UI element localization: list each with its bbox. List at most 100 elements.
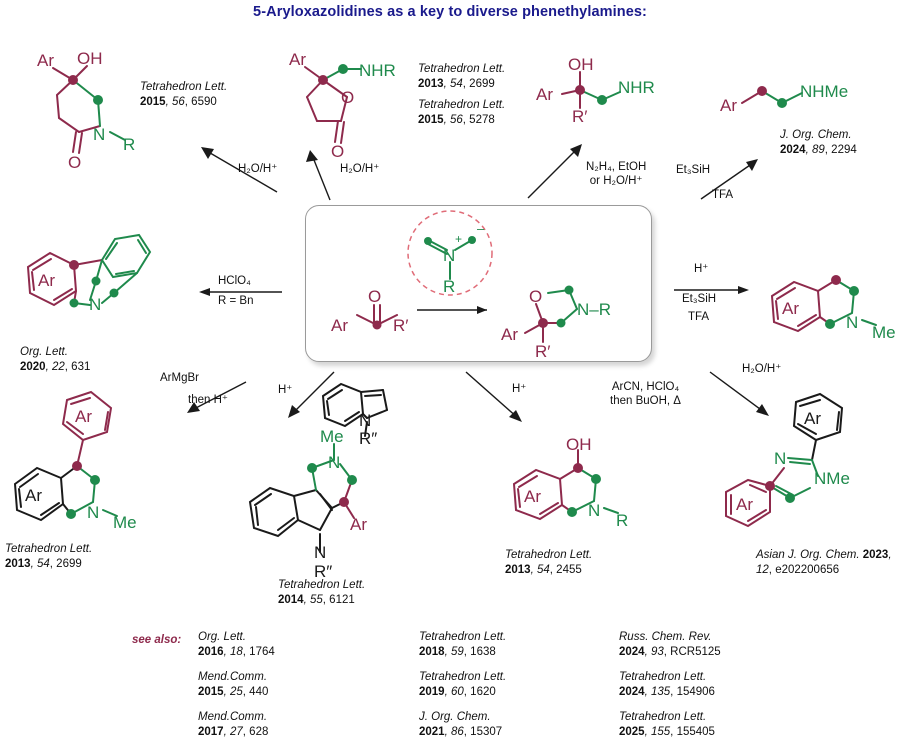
imidazole-nme-label: NMe bbox=[814, 469, 850, 488]
see-also-item: Tetrahedron Lett. 2024, 135, 154906 bbox=[619, 671, 715, 698]
tricycle-n-label: N bbox=[89, 295, 101, 314]
arrow-to-lactone bbox=[300, 145, 340, 205]
aryl-thiq-top-ar-label: Ar bbox=[75, 407, 92, 426]
phenethylamine-nhme-label: NHMe bbox=[800, 82, 848, 101]
citation-aryl-thiq: Tetrahedron Lett. 2013, 54, 2699 bbox=[5, 543, 93, 570]
indole-rpp-label: R″ bbox=[359, 429, 377, 448]
hydroxy-thiq-r-label: R bbox=[616, 511, 628, 530]
central-scheme-graphic: N R + – Ar R′ O O N–R Ar R′ bbox=[305, 205, 650, 361]
arrow-to-piperidinone bbox=[195, 140, 285, 200]
imidazole-n-label: N bbox=[774, 449, 786, 468]
condition-thiq-nme-tfa: TFA bbox=[688, 311, 710, 323]
thiq-nme-n-label: N bbox=[846, 313, 858, 332]
thiq-nme-me-label: Me bbox=[872, 323, 896, 342]
substrate-rprime-label: R′ bbox=[393, 316, 408, 335]
arrow-to-aryl-thiq bbox=[178, 378, 253, 418]
condition-tricycle-r: R = Bn bbox=[218, 295, 254, 307]
see-also-item: Org. Lett. 2016, 18, 1764 bbox=[198, 631, 275, 658]
condition-imidazole-water: H₂O/H⁺ bbox=[742, 363, 782, 375]
lactone-ar-label: Ar bbox=[289, 50, 306, 69]
structure-hydroxy-thiq: OH Ar N R bbox=[500, 435, 680, 558]
product-n-r-label: N–R bbox=[577, 300, 611, 319]
page-title: 5-Aryloxazolidines as a key to diverse p… bbox=[253, 4, 647, 20]
arrow-to-amino-alcohol bbox=[520, 140, 590, 202]
citation-piperidinone: Tetrahedron Lett. 2015, 56, 6590 bbox=[140, 81, 228, 108]
lactone-ring-o-label: O bbox=[341, 88, 354, 107]
product-ar-label: Ar bbox=[501, 325, 518, 344]
structure-piperidinone: Ar OH N R O bbox=[15, 40, 185, 172]
see-also-label: see also: bbox=[132, 634, 182, 646]
see-also-item: J. Org. Chem. 2021, 86, 15307 bbox=[419, 711, 503, 738]
condition-phenethylamine-reagent: Et₃SiH bbox=[676, 164, 711, 176]
piperidinone-r-label: R bbox=[123, 135, 135, 154]
piperidinone-oh-label: OH bbox=[77, 49, 103, 68]
substrate-ketone-graphic: Ar R′ O bbox=[331, 287, 408, 335]
imidazole-bottom-ar-label: Ar bbox=[736, 495, 753, 514]
aryl-thiq-me-label: Me bbox=[113, 513, 137, 532]
see-also-item: Mend.Comm. 2017, 27, 628 bbox=[198, 711, 269, 738]
see-also-column-1: Org. Lett. 2016, 18, 1764 Mend.Comm. 201… bbox=[198, 630, 275, 739]
citation-lactone-a: Tetrahedron Lett. 2013, 54, 2699 bbox=[418, 63, 506, 90]
see-also-item: Tetrahedron Lett. 2018, 59, 1638 bbox=[419, 631, 507, 658]
ylide-minus-charge: – bbox=[477, 221, 485, 236]
carboline-ar-label: Ar bbox=[350, 515, 367, 534]
structure-imidazole: Ar N NMe Ar bbox=[700, 392, 890, 552]
structure-amino-alcohol: OH Ar R′ NHR bbox=[530, 50, 680, 130]
ylide-r-label: R bbox=[443, 277, 455, 296]
hydroxy-thiq-oh-label: OH bbox=[566, 435, 592, 454]
piperidinone-n-label: N bbox=[93, 125, 105, 144]
condition-carboline-acid: H⁺ bbox=[278, 384, 293, 396]
condition-armgbr: ArMgBr bbox=[160, 372, 199, 384]
structure-tricycle: Ar N bbox=[10, 205, 190, 340]
product-rprime-label: R′ bbox=[535, 342, 550, 361]
see-also-column-2: Tetrahedron Lett. 2018, 59, 1638 Tetrahe… bbox=[419, 630, 506, 739]
carboline-n-me-label: N bbox=[328, 453, 340, 472]
condition-hydroxy-thiq-acid: H⁺ bbox=[512, 383, 527, 395]
citation-imidazole: Asian J. Org. Chem. 2023, 12, e202200656 bbox=[756, 549, 892, 576]
structure-aryl-thiq: Ar Ar N Me bbox=[5, 388, 185, 558]
azomethine-ylide-graphic: N R + – bbox=[424, 221, 485, 296]
aryl-thiq-benzo-ar-label: Ar bbox=[25, 486, 42, 505]
arrow-to-imidazole bbox=[706, 368, 786, 423]
piperidinone-o-label: O bbox=[68, 153, 81, 172]
indole-n-label: N bbox=[359, 411, 371, 430]
arrow-to-tricycle bbox=[196, 280, 286, 305]
see-also-item: Russ. Chem. Rev. 2024, 93, RCR5125 bbox=[619, 631, 721, 658]
citation-tricycle: Org. Lett. 2020, 22, 631 bbox=[20, 346, 91, 373]
center-reaction-arrow bbox=[417, 306, 487, 314]
thiq-nme-ar-label: Ar bbox=[782, 299, 799, 318]
structure-lactone: Ar NHR O O bbox=[285, 45, 415, 161]
citation-hydroxy-thiq: Tetrahedron Lett. 2013, 54, 2455 bbox=[505, 549, 593, 576]
citation-phenethylamine: J. Org. Chem. 2024, 89, 2294 bbox=[780, 129, 857, 156]
aminoalcohol-rprime-label: R′ bbox=[572, 107, 587, 126]
structure-carboline: Me N N R″ Ar bbox=[240, 427, 440, 581]
condition-phenethylamine-acid: TFA bbox=[712, 189, 734, 201]
condition-to-piperidinone: H₂O/H⁺ bbox=[238, 163, 278, 175]
hydroxy-thiq-n-label: N bbox=[588, 501, 600, 520]
condition-thiq-nme-silane: Et₃SiH bbox=[682, 293, 717, 305]
condition-to-amino-alcohol: N₂H₄, EtOH or H₂O/H⁺ bbox=[586, 161, 647, 187]
lactone-nhr-label: NHR bbox=[359, 61, 396, 80]
ylide-n-label: N bbox=[443, 246, 455, 265]
imidazole-top-ar-label: Ar bbox=[804, 409, 821, 428]
condition-to-lactone: H₂O/H⁺ bbox=[340, 163, 380, 175]
see-also-item: Tetrahedron Lett. 2025, 155, 155405 bbox=[619, 711, 715, 738]
citation-carboline: Tetrahedron Lett. 2014, 55, 6121 bbox=[278, 579, 366, 606]
structure-thiq-nme: Ar N Me bbox=[760, 258, 900, 363]
arrow-to-thiq-nme bbox=[672, 280, 752, 300]
substrate-o-label: O bbox=[368, 287, 381, 306]
arrow-to-phenethylamine bbox=[695, 155, 765, 205]
structure-phenethylamine: Ar NHMe bbox=[720, 75, 880, 125]
carboline-rpp-label: R″ bbox=[314, 562, 332, 581]
arrow-to-carboline bbox=[278, 368, 348, 423]
aminoalcohol-ar-label: Ar bbox=[536, 85, 553, 104]
condition-then-acid: then H⁺ bbox=[188, 394, 228, 406]
lactone-carbonyl-o-label: O bbox=[331, 142, 344, 161]
substrate-ar-label: Ar bbox=[331, 316, 348, 335]
arrow-to-hydroxy-thiq bbox=[460, 368, 540, 428]
ylide-highlight-circle bbox=[407, 210, 493, 296]
carboline-me-label: Me bbox=[320, 427, 344, 446]
reagent-indole: N R″ bbox=[315, 378, 415, 448]
aminoalcohol-nhr-label: NHR bbox=[618, 78, 655, 97]
hydroxy-thiq-ar-label: Ar bbox=[524, 487, 541, 506]
